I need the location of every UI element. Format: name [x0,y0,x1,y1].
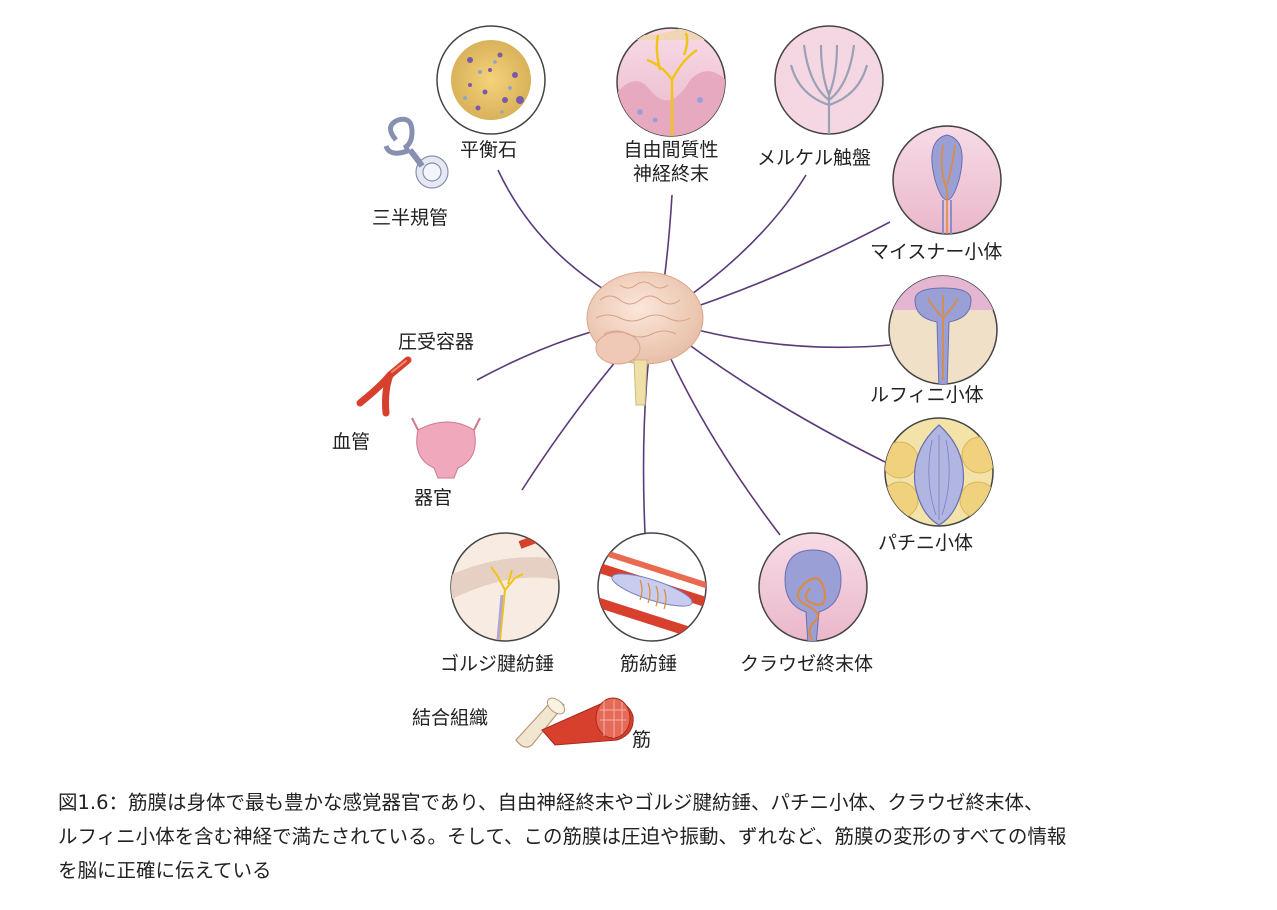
label-blood-vessel: 血管 [332,431,371,453]
free-nerve-ending-illustration [616,27,726,137]
figure-caption: 図1.6：筋膜は身体で最も豊かな感覚器官であり、自由神経終末やゴルジ腱紡錘、パチ… [58,786,1238,888]
label-ruffini-corpuscle: ルフィニ小体 [870,384,984,406]
golgi-tendon-organ-illustration [450,532,560,642]
meissner-corpuscle-illustration [892,125,1002,235]
label-muscle: 筋 [632,729,652,751]
caption-line-3: を脳に正確に伝えている [58,859,272,882]
muscle-spindle-illustration [597,532,707,642]
label-free-nerve-line1: 自由間質性 [623,139,719,161]
krause-end-bulb-illustration [758,532,868,642]
nerve-line-krause [657,329,781,536]
label-muscle-spindle: 筋紡錘 [620,653,678,675]
label-baroreceptor: 圧受容器 [398,331,475,353]
semicircular-canal-illustration [383,116,449,189]
label-connective-tissue: 結合組織 [412,707,489,729]
sensory-receptor-diagram [356,25,1002,748]
merkel-disc-illustration [774,25,884,135]
otolith-illustration [436,25,546,135]
label-golgi-tendon-organ: ゴルジ腱紡錘 [440,653,555,675]
caption-line-2: ルフィニ小体を含む神経で満たされている。そして、この筋膜は圧迫や振動、ずれなど、… [58,825,1067,848]
caption-line-1: 図1.6：筋膜は身体で最も豊かな感覚器官であり、自由神経終末やゴルジ腱紡錘、パチ… [58,791,1044,814]
label-organ: 器官 [414,487,453,509]
label-otolith: 平衡石 [460,139,518,161]
organ-illustration [411,417,481,479]
label-pacini-corpuscle: パチニ小体 [878,532,974,554]
nerve-line-meissner [667,221,891,317]
pacini-corpuscle-illustration [884,417,994,527]
connective-tissue-illustration [515,697,566,748]
label-merkel-disc: メルケル触盤 [757,147,872,169]
label-free-nerve-ending: 自由間質性 神経終末 [612,138,730,186]
blood-vessel-illustration [356,356,412,417]
label-free-nerve-line2: 神経終末 [632,163,709,185]
label-krause-end-bulb: クラウゼ終末体 [740,653,874,675]
label-semicircular-canal: 三半規管 [372,207,449,229]
ruffini-corpuscle-illustration [888,275,998,385]
label-meissner-corpuscle: マイスナー小体 [870,241,1003,263]
muscle-illustration [541,697,634,746]
brain [586,271,704,406]
